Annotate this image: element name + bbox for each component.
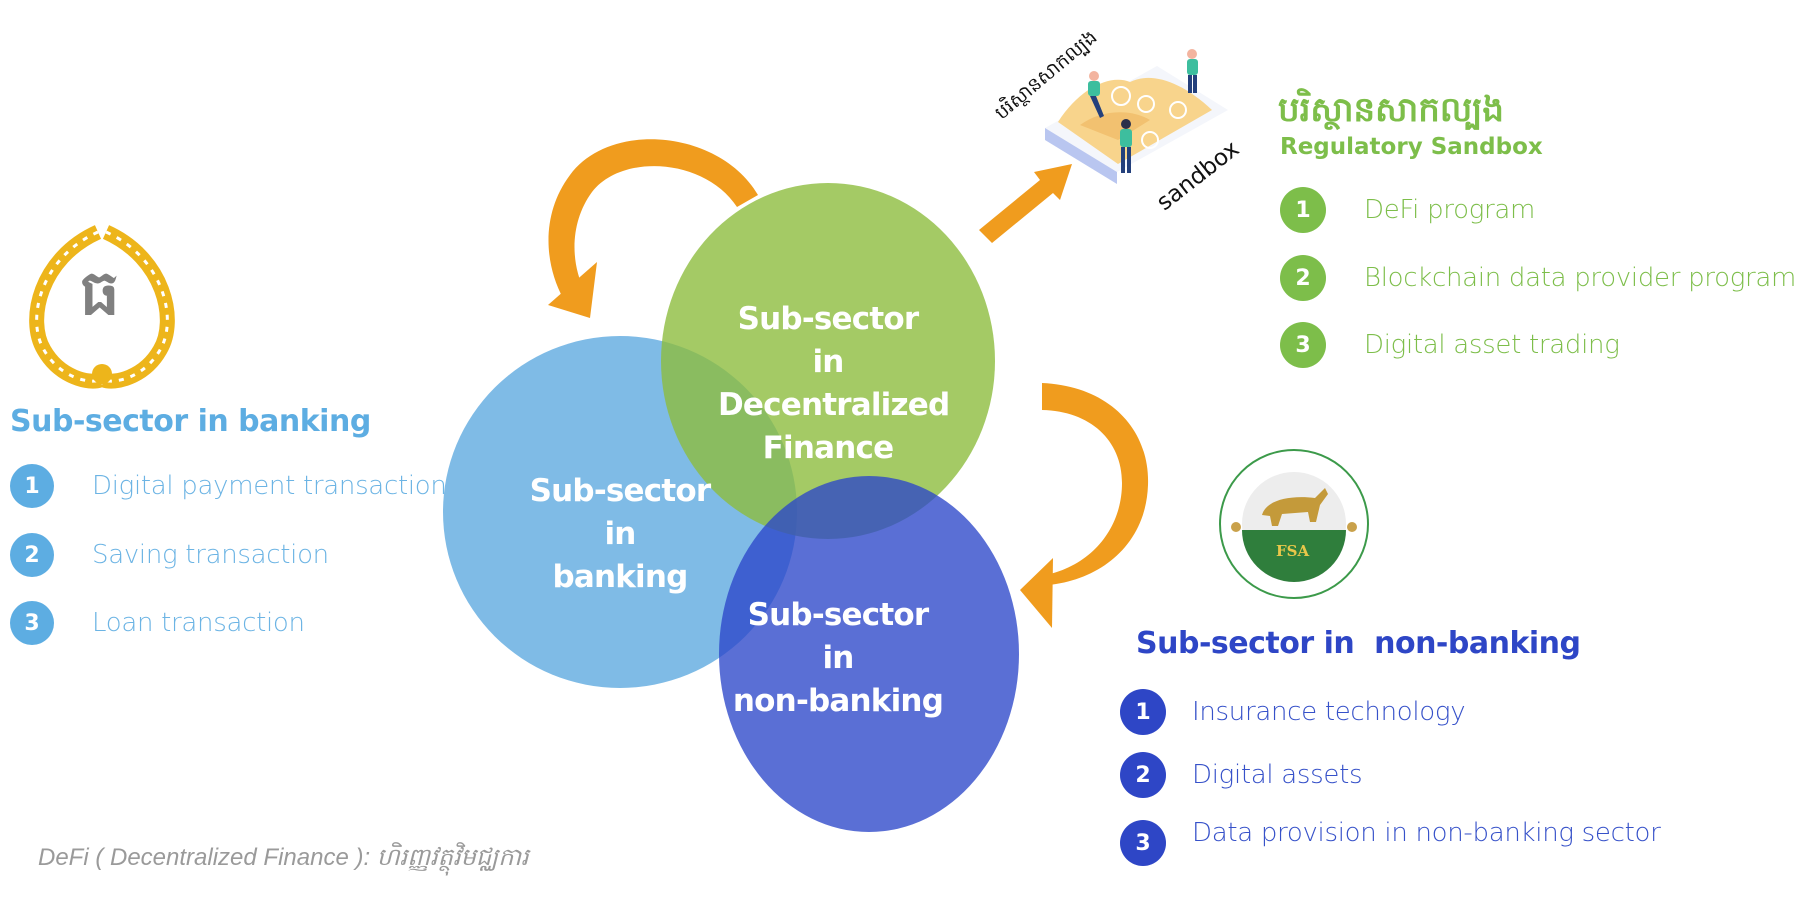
list-item-label: Saving transaction bbox=[92, 540, 329, 570]
list-item: 3 Digital asset trading bbox=[1280, 322, 1620, 368]
banking-label-line: Sub-sector in bbox=[529, 473, 712, 552]
number-badge: 3 bbox=[10, 601, 54, 645]
list-item: 2 Blockchain data provider program bbox=[1280, 255, 1796, 301]
number-badge: 1 bbox=[1280, 187, 1326, 233]
banking-heading: Sub-sector in banking bbox=[10, 404, 371, 439]
defi-label-line: Finance bbox=[762, 430, 894, 466]
sandbox-title-en: Regulatory Sandbox bbox=[1280, 134, 1543, 160]
yen-coin-icon bbox=[1169, 101, 1187, 119]
list-item-label: Digital assets bbox=[1192, 760, 1363, 790]
fsa-logo-text: FSA bbox=[1276, 542, 1310, 560]
dollar-coin-icon bbox=[1141, 131, 1159, 149]
number-badge: 2 bbox=[1120, 752, 1166, 798]
list-item-label: DeFi program bbox=[1364, 195, 1536, 225]
list-item-label: Digital payment transaction bbox=[92, 471, 447, 501]
number-badge: 2 bbox=[10, 533, 54, 577]
number-badge: 3 bbox=[1120, 820, 1166, 866]
list-item: 1 Digital payment transaction bbox=[10, 464, 447, 508]
euro-coin-icon bbox=[1137, 95, 1155, 113]
list-item: 2 Saving transaction bbox=[10, 533, 329, 577]
fsa-logo bbox=[1219, 449, 1369, 599]
non-banking-circle-label: Sub-sector in non-banking bbox=[728, 594, 948, 723]
banking-circle-label: Sub-sector in banking bbox=[510, 470, 730, 599]
nbc-logo bbox=[29, 225, 175, 389]
non-banking-heading: Sub-sector in non-banking bbox=[1136, 626, 1581, 661]
sandbox-title-kh: បរិស្ថានសាកល្បង bbox=[1278, 90, 1504, 130]
list-item: 1 Insurance technology bbox=[1120, 689, 1466, 735]
list-item-label: Blockchain data provider program bbox=[1364, 263, 1796, 293]
arrow-defi-to-banking bbox=[548, 139, 758, 318]
person-figure bbox=[1120, 119, 1132, 173]
list-item-label: Data provision in non-banking sector bbox=[1192, 818, 1661, 848]
defi-label-line: Decentralized bbox=[718, 387, 950, 423]
number-badge: 2 bbox=[1280, 255, 1326, 301]
list-item-label: Insurance technology bbox=[1192, 697, 1466, 727]
person-figure bbox=[1088, 71, 1104, 118]
non-banking-label-line: Sub-sector in bbox=[747, 597, 930, 676]
non-banking-label-line: non-banking bbox=[732, 683, 944, 719]
defi-circle bbox=[661, 183, 995, 539]
list-item: 3 Loan transaction bbox=[10, 601, 305, 645]
number-badge: 3 bbox=[1280, 322, 1326, 368]
nbc-logo-glyph: ធ bbox=[80, 256, 120, 329]
arrow-defi-to-non-banking bbox=[1020, 383, 1149, 628]
number-badge: 1 bbox=[1120, 689, 1166, 735]
person-figure bbox=[1187, 49, 1198, 93]
sandbox-illustration bbox=[1045, 49, 1228, 184]
footnote: DeFi ( Decentralized Finance ): ហិរញ្ញវត… bbox=[38, 844, 529, 871]
bitcoin-coin-icon bbox=[1111, 86, 1131, 106]
non-banking-circle bbox=[719, 476, 1019, 832]
list-item: 1 DeFi program bbox=[1280, 187, 1535, 233]
arrow-defi-to-sandbox bbox=[979, 164, 1072, 243]
banking-label-line: banking bbox=[552, 559, 688, 595]
number-badge: 1 bbox=[10, 464, 54, 508]
defi-label-line: Sub-sector in bbox=[737, 301, 920, 380]
list-item-label: Digital asset trading bbox=[1364, 330, 1620, 360]
list-item: 3 Data provision in non-banking sector bbox=[1120, 818, 1661, 866]
defi-circle-label: Sub-sector in Decentralized Finance bbox=[718, 298, 950, 470]
list-item: 2 Digital assets bbox=[1120, 752, 1363, 798]
list-item-label: Loan transaction bbox=[92, 608, 305, 638]
